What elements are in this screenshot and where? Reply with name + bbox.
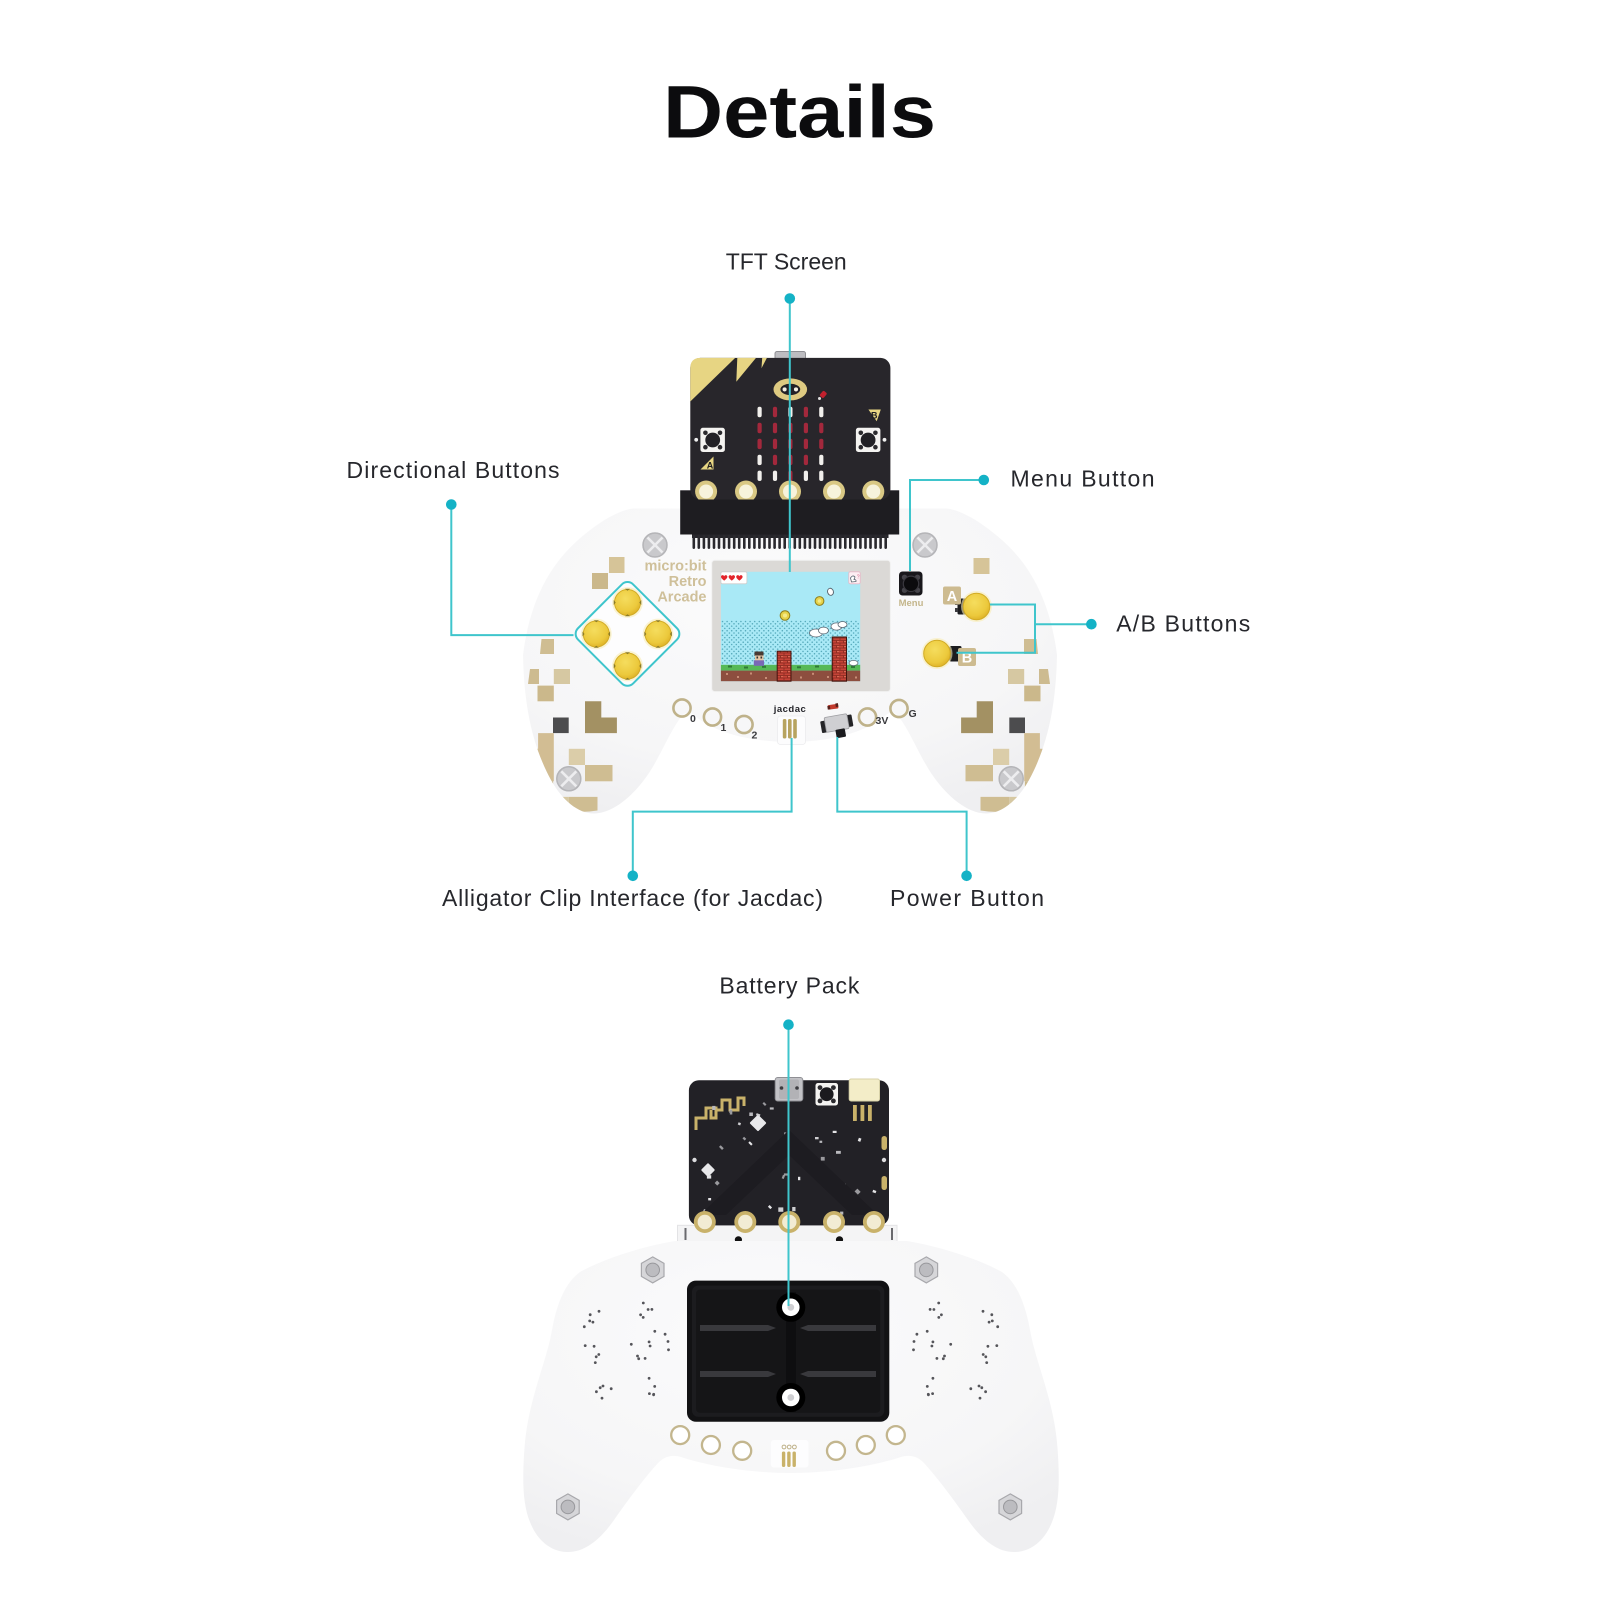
svg-text:Power Button: Power Button [890,885,1044,911]
svg-text:Menu: Menu [899,598,924,609]
svg-text:jacdac: jacdac [773,704,807,715]
svg-text:Retro: Retro [669,574,707,590]
svg-text:Details: Details [663,71,936,154]
svg-text:2: 2 [752,730,758,742]
svg-text:B: B [871,410,878,420]
svg-text:Directional Buttons: Directional Buttons [347,457,560,483]
svg-text:A: A [947,589,958,605]
svg-text:A/B Buttons: A/B Buttons [1116,611,1250,637]
svg-text:?: ? [857,575,860,581]
svg-text:Arcade: Arcade [657,590,706,606]
svg-text:TFT Screen: TFT Screen [726,249,847,275]
svg-text:Alligator Clip Interface (for: Alligator Clip Interface (for Jacdac) [442,885,823,911]
svg-text:micro:bit: micro:bit [644,559,706,575]
svg-text:0: 0 [690,713,696,725]
svg-text:1: 1 [721,722,727,734]
svg-text:B: B [962,651,972,667]
svg-text:G: G [909,708,917,720]
svg-text:3V: 3V [876,715,889,727]
svg-text:Menu Button: Menu Button [1011,466,1155,492]
svg-text:Battery Pack: Battery Pack [719,973,860,999]
svg-text:A: A [707,461,714,471]
